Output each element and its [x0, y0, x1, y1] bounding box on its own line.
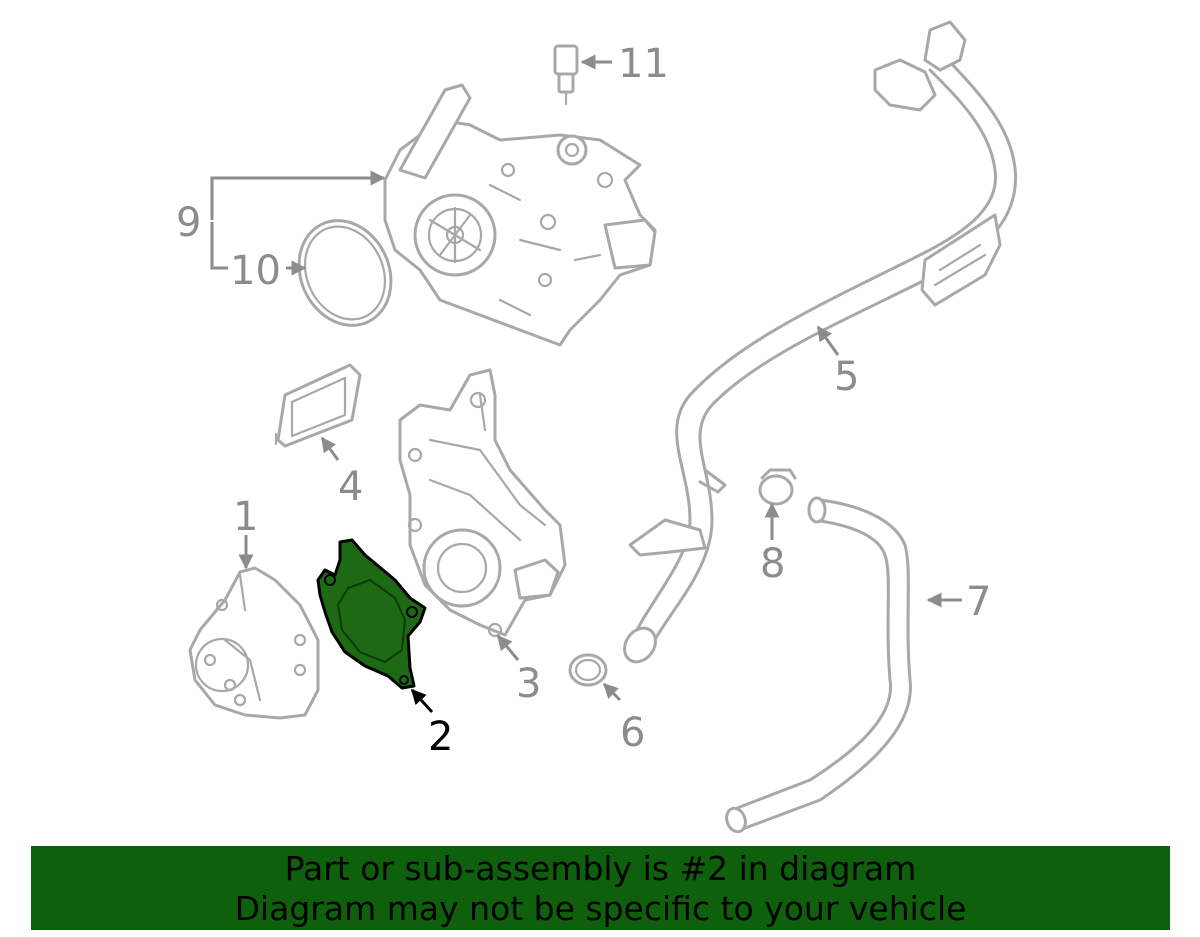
callout-5: 5: [834, 354, 859, 400]
callout-11: 11: [618, 41, 669, 87]
part-7-coolant-hose[interactable]: [723, 496, 912, 834]
callout-labels: 1 2 3 4 5 6 7 8 9 10 11: [176, 41, 991, 760]
part-4-gasket[interactable]: [274, 363, 362, 448]
callout-7: 7: [966, 579, 991, 625]
part-8-hose-clamp[interactable]: [758, 468, 797, 506]
part-11-temperature-sensor[interactable]: [553, 44, 579, 106]
callout-1: 1: [233, 494, 258, 540]
part-3-front-cover[interactable]: [398, 368, 567, 638]
callout-6: 6: [620, 710, 645, 756]
part-6-oring[interactable]: [568, 653, 608, 687]
banner-line-1: Part or sub-assembly is #2 in diagram: [284, 849, 917, 888]
parts-diagram: 1 2 3 4 5 6 7 8 9 10 11: [176, 20, 1018, 834]
part-9-thermostat-housing[interactable]: [383, 83, 657, 347]
callout-2: 2: [428, 714, 453, 760]
callout-3: 3: [516, 661, 541, 707]
callout-8: 8: [760, 541, 785, 587]
info-banner: Part or sub-assembly is #2 in diagram Di…: [31, 846, 1170, 930]
part-2-water-pump-gasket[interactable]: [316, 538, 427, 690]
leader-lines: [210, 54, 962, 714]
callout-9: 9: [176, 200, 201, 246]
callout-4: 4: [338, 464, 363, 510]
callout-10: 10: [230, 248, 281, 294]
part-10-oring[interactable]: [282, 205, 407, 340]
banner-line-2: Diagram may not be specific to your vehi…: [234, 889, 967, 928]
part-1-water-pump[interactable]: [188, 566, 320, 720]
part-5-coolant-pipe[interactable]: [618, 20, 1018, 668]
